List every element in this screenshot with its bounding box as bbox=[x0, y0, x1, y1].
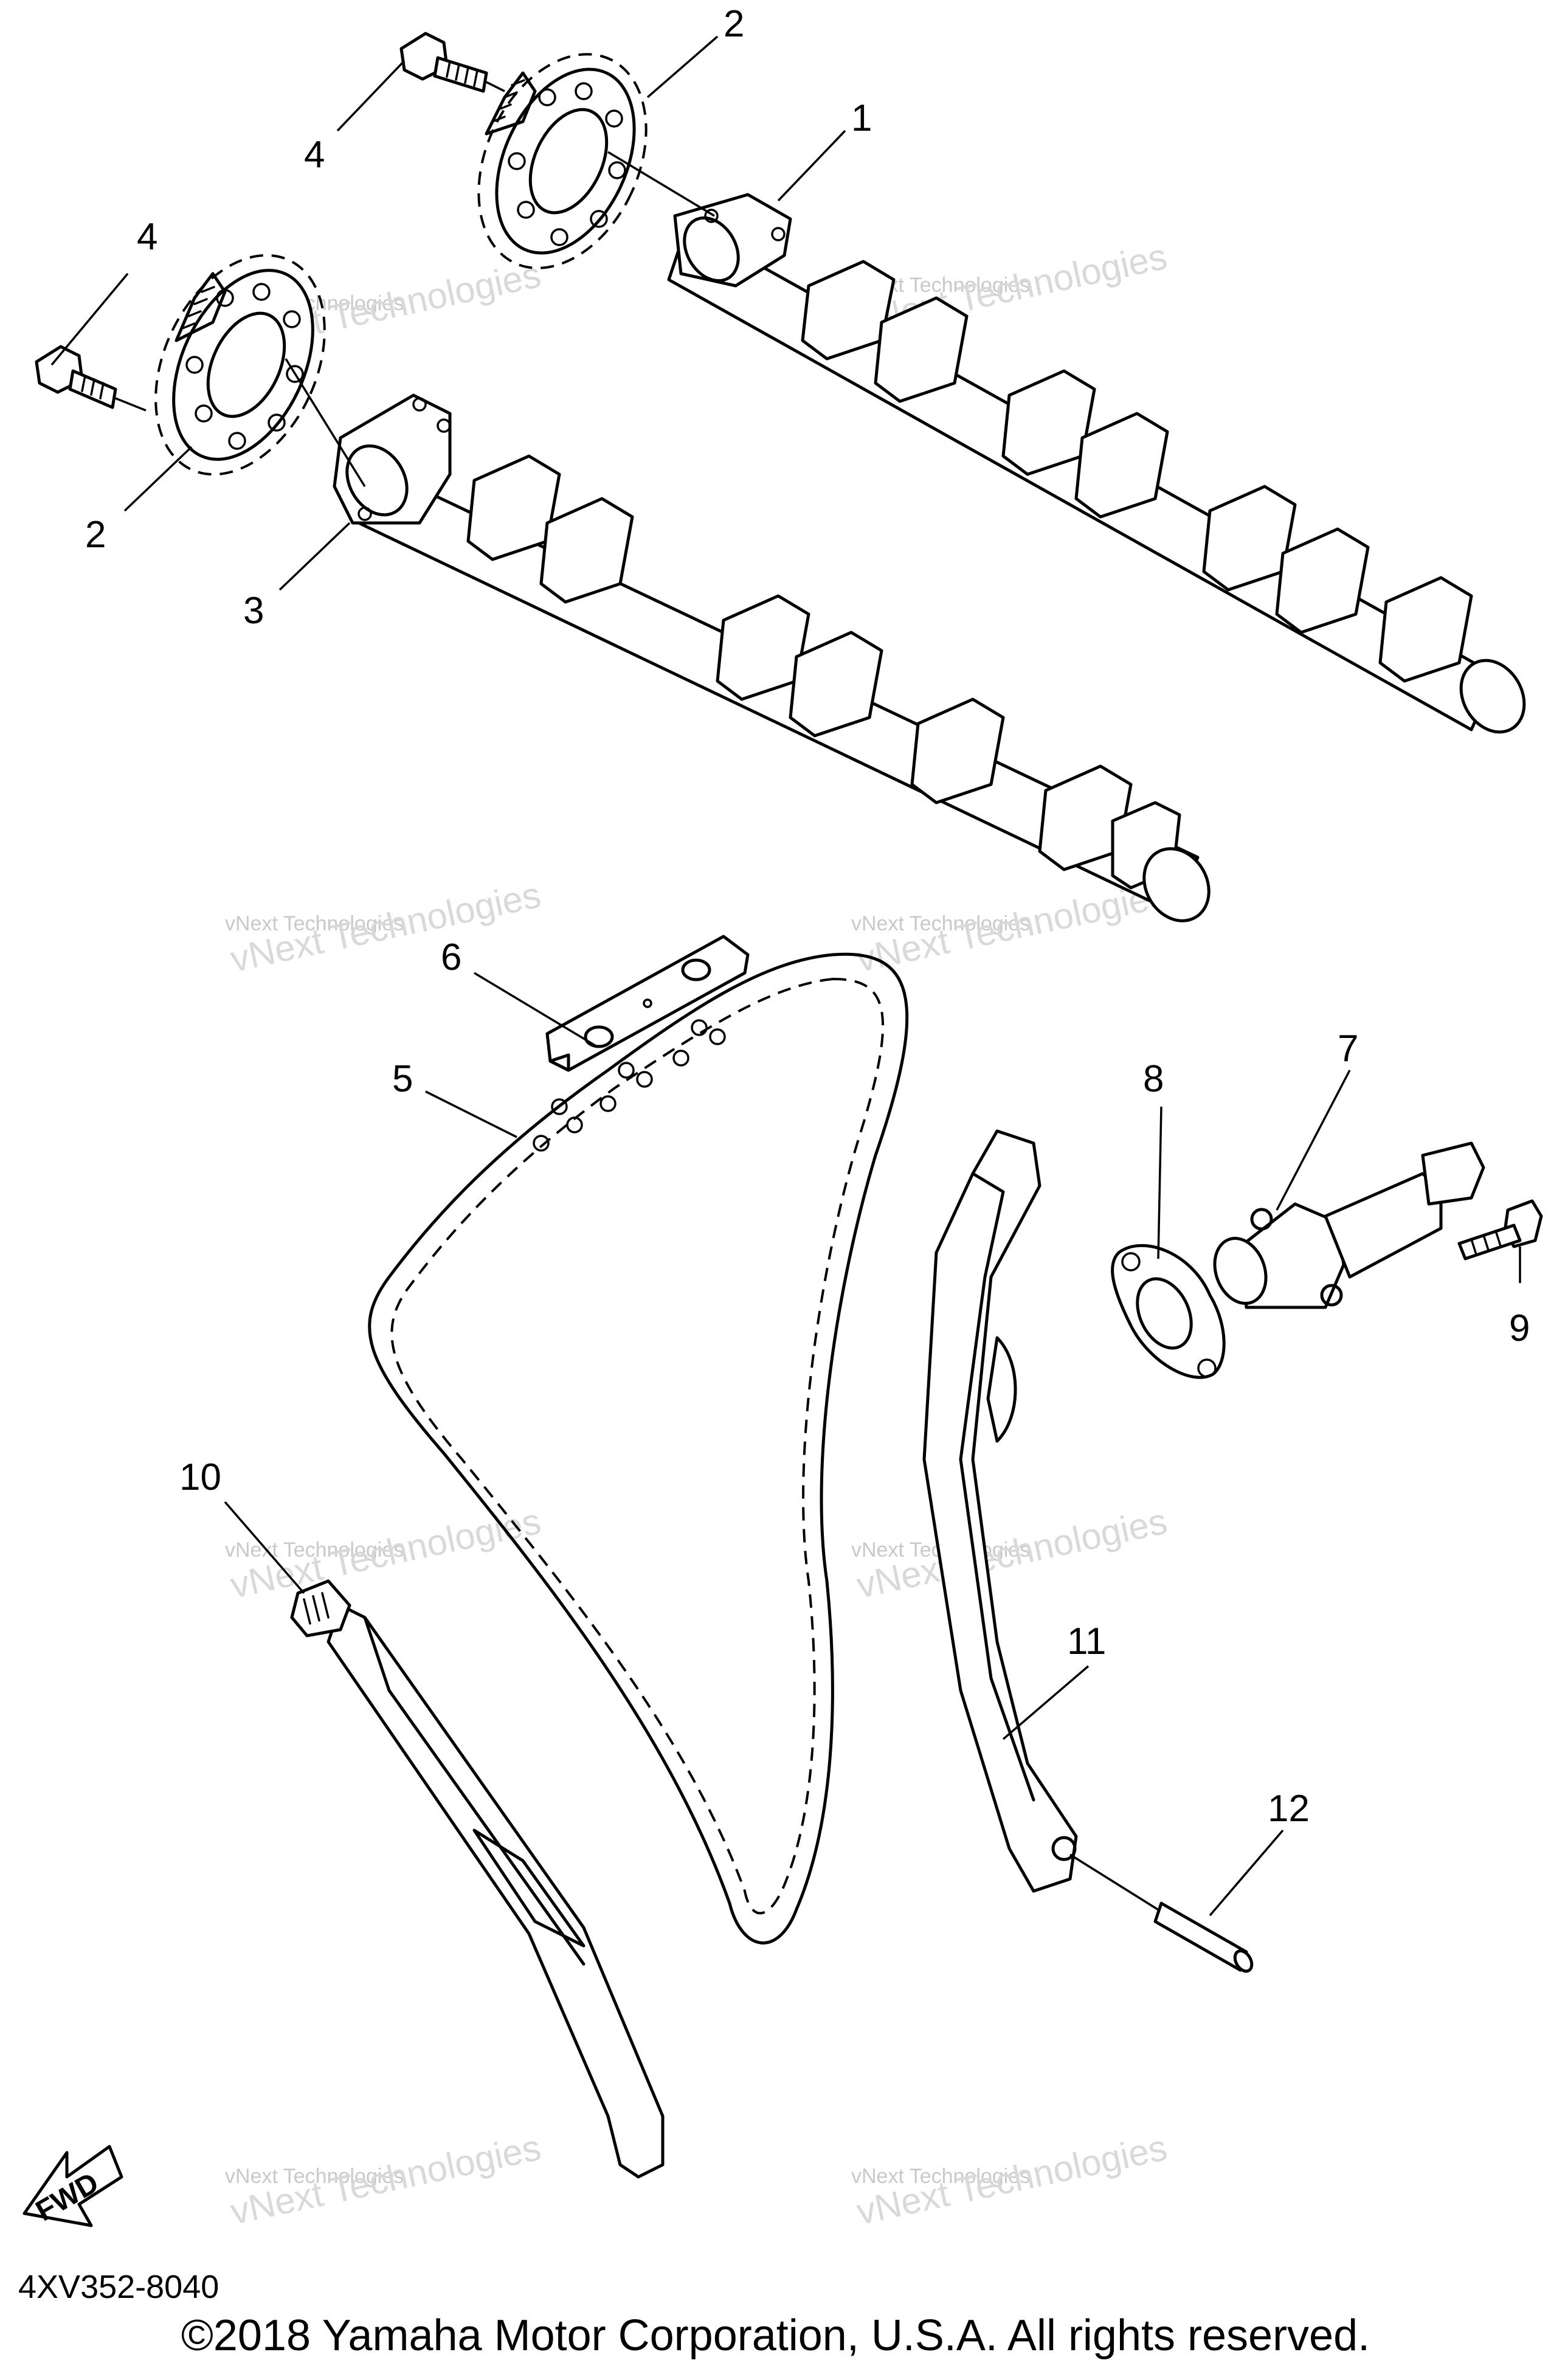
callout-4-upper: 4 bbox=[304, 134, 325, 176]
watermark: vNext Technologies vNext Technologies bbox=[225, 2127, 544, 2232]
sprocket-bolt-upper bbox=[399, 32, 505, 93]
watermark: vNext Technologies vNext Technologies bbox=[851, 2127, 1170, 2232]
watermark: vNext Technologies vNext Technologies bbox=[851, 874, 1170, 980]
copyright-notice: ©2018 Yamaha Motor Corporation, U.S.A. A… bbox=[181, 2311, 1370, 2360]
watermark-small-text: vNext Technologies bbox=[225, 2165, 404, 2188]
callout-11: 11 bbox=[1067, 1621, 1106, 1662]
watermark-small-text: vNext Technologies bbox=[225, 1538, 404, 1562]
sprocket-bolt-lower bbox=[35, 345, 147, 412]
callout-4-lower: 4 bbox=[137, 216, 157, 258]
cam-lobe bbox=[1074, 412, 1169, 519]
chain-guide-top bbox=[545, 935, 750, 1072]
watermark: vNext Technologies vNext Technologies bbox=[851, 1501, 1170, 1606]
chain-links bbox=[533, 1019, 726, 1152]
callout-layer: 1 2 2 3 4 4 5 6 7 8 9 10 11 12 bbox=[50, 3, 1530, 1917]
callout-8: 8 bbox=[1143, 1058, 1164, 1100]
watermark-small-text: vNext Technologies bbox=[225, 912, 404, 935]
watermark-small-text: vNext Technologies bbox=[851, 912, 1030, 935]
cam-lobe bbox=[910, 697, 1005, 804]
tensioner-guide bbox=[922, 1129, 1078, 1893]
guide-pin bbox=[1069, 1853, 1254, 1973]
callout-7: 7 bbox=[1338, 1028, 1358, 1070]
callout-1: 1 bbox=[851, 97, 872, 139]
callout-12: 12 bbox=[1268, 1788, 1310, 1830]
chain-tensioner bbox=[1213, 1141, 1485, 1309]
cam-sprocket-lower bbox=[154, 254, 366, 487]
callout-3: 3 bbox=[243, 590, 264, 632]
camshaft-intake bbox=[333, 393, 1211, 922]
cam-sprocket-upper bbox=[477, 53, 715, 269]
watermark-layer: vNext Technologies vNext Technologies vN… bbox=[225, 236, 1170, 2232]
callout-2-upper: 2 bbox=[724, 3, 744, 45]
sprocket-bolt-holes bbox=[508, 82, 626, 246]
tensioner-gasket bbox=[1111, 1244, 1226, 1379]
part-code: 4XV352-8040 bbox=[18, 2269, 219, 2305]
forward-direction-arrow: FWD bbox=[22, 2145, 123, 2228]
sprocket-bolt-holes bbox=[185, 283, 304, 450]
cam-lobe bbox=[874, 296, 969, 403]
callout-5: 5 bbox=[392, 1058, 413, 1100]
tensioner-bolt bbox=[1457, 1199, 1543, 1261]
cam-lobe bbox=[789, 631, 883, 738]
callout-10: 10 bbox=[179, 1456, 221, 1498]
watermark: vNext Technologies vNext Technologies bbox=[225, 874, 544, 980]
cam-lobe bbox=[539, 497, 634, 604]
callout-6: 6 bbox=[441, 936, 461, 978]
camshaft-exhaust bbox=[667, 193, 1526, 734]
callout-2-lower: 2 bbox=[85, 514, 106, 556]
cam-chain bbox=[368, 952, 909, 1945]
watermark-small-text: vNext Technologies bbox=[851, 2165, 1030, 2188]
cam-lobe bbox=[1275, 527, 1370, 634]
cam-lobe bbox=[1378, 576, 1473, 683]
chain-guide-rear bbox=[290, 1579, 665, 2179]
callout-9: 9 bbox=[1509, 1307, 1530, 1349]
